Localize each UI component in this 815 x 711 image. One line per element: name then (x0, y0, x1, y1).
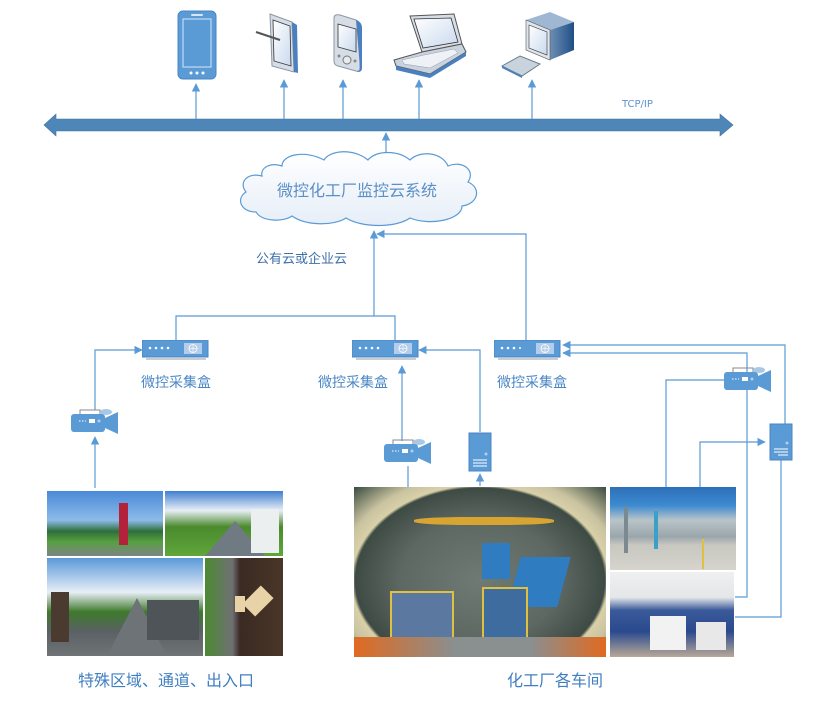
special-areas-label: 特殊区域、通道、出入口 (78, 671, 255, 690)
laptop-icon (393, 13, 467, 78)
cloud-shape (239, 151, 478, 227)
photo-decorative-wall (205, 558, 283, 656)
server-icon (769, 423, 793, 461)
photo-drum-storage (610, 572, 734, 657)
collection-box-label: 微控采集盒 (318, 375, 388, 391)
video-camera-icon (724, 367, 771, 392)
photo-workshop-floor (354, 487, 606, 657)
box-uplinks (175, 229, 527, 340)
server-icon (468, 432, 492, 472)
cloud-system-title: 微控化工厂监控云系统 (277, 181, 438, 200)
video-camera-icon (384, 439, 431, 464)
smartphone-icon (177, 10, 217, 80)
workshops-label: 化工厂各车间 (507, 671, 604, 690)
right-area-links (562, 340, 786, 618)
photo-pipe-hall (610, 487, 736, 570)
collection-box-icon (494, 340, 561, 360)
photo-tree-lined-road (165, 491, 283, 556)
left-area-links (90, 345, 143, 488)
photo-walled-passage (47, 558, 203, 656)
collection-box-label: 微控采集盒 (497, 375, 567, 391)
collection-box-label: 微控采集盒 (141, 375, 211, 391)
tcp-ip-network-bus (43, 113, 734, 137)
tablet-icon (255, 13, 298, 73)
pda-icon (333, 14, 362, 72)
video-camera-icon (71, 409, 118, 434)
collection-box-icon (352, 340, 419, 360)
desktop-icon (500, 12, 574, 78)
device-uplinks (191, 79, 537, 160)
photo-park-entrance (47, 491, 163, 556)
tcp-ip-label: TCP/IP (622, 99, 653, 110)
collection-box-icon (142, 340, 209, 360)
middle-area-links (397, 345, 485, 488)
cloud-type-label: 公有云或企业云 (256, 252, 348, 267)
